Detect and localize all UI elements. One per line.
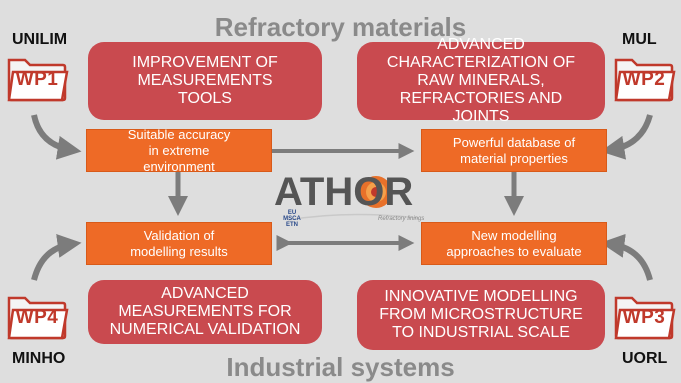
outcome-accuracy: Suitable accuracy in extreme environment: [86, 127, 272, 174]
logo-graphic: [287, 176, 419, 221]
partner-uorl: UORL: [622, 350, 668, 367]
wp3-folder: WP3: [612, 290, 676, 342]
athor-logo: ATHOR EU MSCA ETN Refractory linings: [268, 170, 428, 230]
objective-wp4: ADVANCED MEASUREMENTS FOR NUMERICAL VALI…: [88, 280, 322, 344]
wp2-label: WP2: [622, 69, 666, 90]
partner-mul: MUL: [622, 31, 657, 48]
objective-wp3: INNOVATIVE MODELLING FROM MICROSTRUCTURE…: [357, 280, 605, 350]
objective-wp2: ADVANCED CHARACTERIZATION OF RAW MINERAL…: [357, 36, 605, 125]
outcome-database: Powerful database of material properties: [421, 129, 607, 172]
objective-wp1: IMPROVEMENT OF MEASUREMENTS TOOLS: [88, 42, 322, 120]
wp4-label: WP4: [15, 307, 59, 328]
partner-minho: MINHO: [12, 350, 66, 367]
partner-unilim: UNILIM: [12, 31, 68, 48]
wp2-folder: WP2: [612, 52, 676, 104]
folder-icon: [614, 58, 676, 102]
wp3-label: WP3: [622, 307, 666, 328]
wp1-folder: WP1: [5, 52, 69, 104]
arrow-wp1-to-accuracy: [31, 114, 82, 160]
logo-eu-msca-etn: EU MSCA ETN: [283, 210, 301, 228]
folder-icon: [7, 58, 69, 102]
wp1-label: WP1: [15, 69, 59, 90]
outcome-validation: Validation of modelling results: [86, 222, 272, 265]
outcome-modelling: New modelling approaches to evaluate: [421, 222, 607, 265]
arrow-wp3-to-modelling: [600, 233, 653, 281]
arrow-wp2-to-database: [600, 114, 653, 160]
top-title: Refractory materials: [214, 12, 467, 42]
bottom-title: Industrial systems: [226, 352, 455, 382]
wp4-folder: WP4: [5, 290, 69, 342]
logo-wordmark: ATHOR: [274, 170, 414, 214]
logo-tagline: Refractory linings: [378, 216, 425, 222]
arrow-wp4-to-validation: [31, 234, 82, 281]
folder-icon: [7, 296, 69, 340]
folder-icon: [614, 296, 676, 340]
